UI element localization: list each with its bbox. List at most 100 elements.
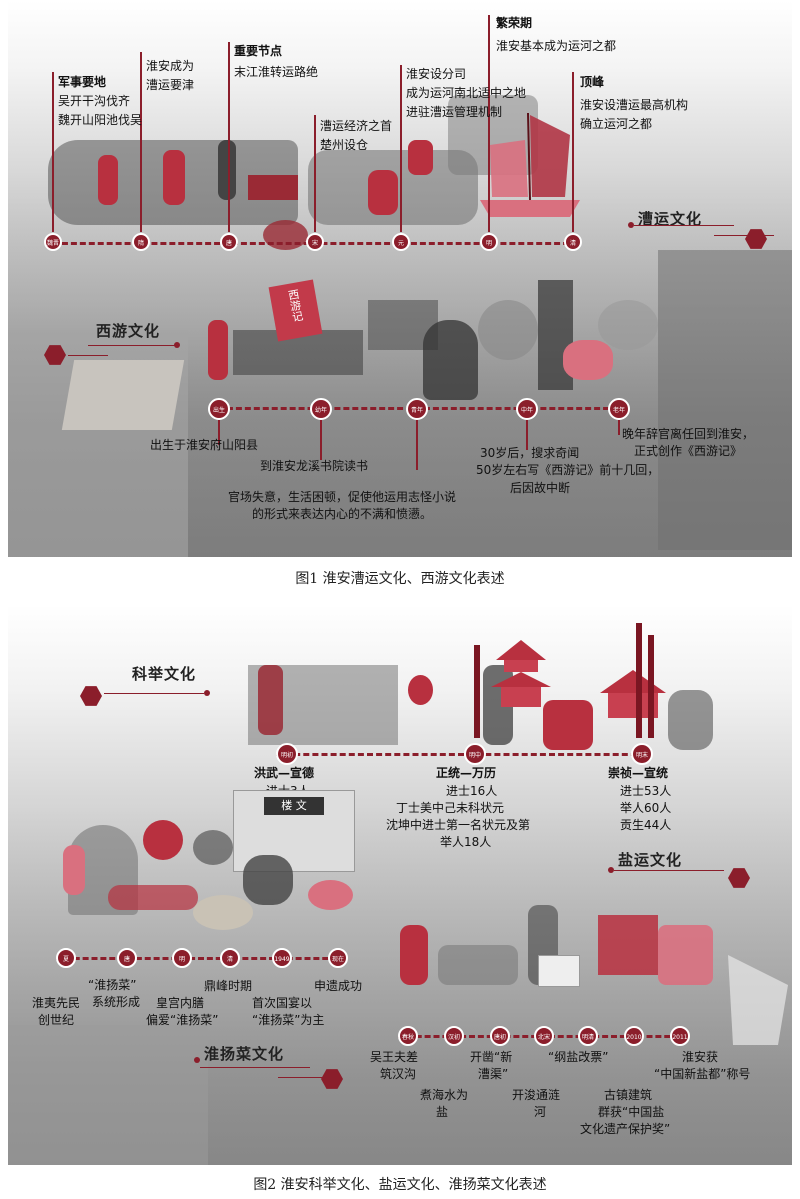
- keju-title: 科举文化: [132, 665, 197, 683]
- red-figure: [408, 675, 433, 705]
- timeline-node: 明中: [464, 743, 486, 765]
- figure-1-caption: 图1 淮安漕运文化、西游文化表述: [295, 571, 505, 587]
- node-text: “纲盐改票”: [548, 1050, 609, 1064]
- tower-image: [658, 250, 792, 550]
- node-text: 开凿“新: [470, 1050, 513, 1064]
- timeline-node: 春秋: [398, 1026, 418, 1046]
- decor-bar: [474, 645, 480, 738]
- monkey-king-image: [563, 340, 613, 380]
- title-rule: [634, 225, 734, 226]
- red-pavilion-image: [600, 670, 666, 718]
- figure-1-panel: 魏晋 隋 唐 宋 元 明 清 军事要地 吴开干沟伐齐 魏开山阳池伐吴 淮安成为 …: [8, 0, 792, 557]
- title-dot: [174, 342, 180, 348]
- pagoda-image: [491, 640, 551, 707]
- title-rule: [714, 235, 774, 236]
- red-figure: [163, 150, 185, 205]
- timeline-node: 唐: [117, 948, 137, 968]
- dragon-ink-image: [478, 300, 538, 360]
- node-text: 30岁后，搜求奇闻: [480, 446, 580, 460]
- node-text: 淮安成为: [146, 59, 195, 73]
- title-dot: [204, 690, 210, 696]
- title-rule: [88, 345, 178, 346]
- node-text: 后因故中断: [510, 481, 571, 495]
- connector-line: [140, 52, 142, 232]
- title-rule: [104, 693, 204, 694]
- junk-boat-image: [480, 112, 580, 217]
- xiyou-title: 西游文化: [96, 322, 161, 340]
- timeline-node: 2010: [624, 1026, 644, 1046]
- timeline-node: 明末: [631, 743, 653, 765]
- node-heading: 繁荣期: [496, 16, 533, 30]
- timeline-node: 青年: [406, 398, 428, 420]
- decor-bar: [636, 623, 642, 738]
- rope-image: [263, 220, 308, 250]
- salt-ticket-image: [538, 955, 580, 987]
- timeline-node: 明: [480, 233, 498, 251]
- node-text: 漕运经济之首: [320, 119, 393, 133]
- node-text: 煮海水为: [420, 1088, 469, 1102]
- timeline-node: 1949: [272, 948, 292, 968]
- node-heading: 正统—万历: [436, 766, 497, 780]
- node-heading: 崇祯—宣统: [608, 766, 669, 780]
- node-text: 魏开山阳池伐吴: [58, 113, 143, 127]
- node-text: 鼎峰时期: [204, 979, 253, 993]
- node-text: 正式创作《西游记》: [634, 444, 743, 458]
- node-text: 楚州设仓: [320, 138, 369, 152]
- node-text: “淮扬菜”: [88, 978, 137, 992]
- timeline-node: 中年: [516, 398, 538, 420]
- timeline-node: 幼年: [310, 398, 332, 420]
- boats-image: [8, 1025, 208, 1165]
- node-text: 沈坤中进士第一名状元及第: [386, 818, 531, 832]
- connector-line: [618, 420, 620, 435]
- node-text: 古镇建筑: [604, 1088, 653, 1102]
- timeline-node: 隋: [132, 233, 150, 251]
- node-text: 确立运河之都: [580, 117, 653, 131]
- connector-line: [320, 420, 322, 460]
- title-rule: [68, 355, 108, 356]
- node-text: 晚年辞官离任回到淮安，: [622, 427, 755, 441]
- red-figure: [258, 665, 283, 735]
- node-text: 淮夷先民: [32, 996, 81, 1010]
- node-heading: 洪武—宣德: [254, 766, 315, 780]
- timeline-node: 明初: [276, 743, 298, 765]
- connector-line: [228, 42, 230, 232]
- title-rule: [614, 870, 724, 871]
- node-text: 吴王夫差: [370, 1050, 419, 1064]
- hexagon-icon: [728, 868, 750, 888]
- red-figure: [368, 170, 398, 215]
- node-heading: 顶峰: [580, 75, 605, 89]
- node-text: 淮安设分司: [406, 67, 467, 81]
- node-text: “中国新盐都”称号: [654, 1067, 751, 1081]
- cook-image: [243, 855, 293, 905]
- node-text: 筑汉沟: [380, 1067, 417, 1081]
- horse-image: [668, 690, 713, 750]
- timeline-node: 汉初: [444, 1026, 464, 1046]
- connector-line: [314, 115, 316, 232]
- node-text: 盐: [436, 1105, 449, 1119]
- node-text: 末江淮转运路绝: [234, 65, 319, 79]
- figure-2-caption: 图2 淮安科举文化、盐运文化、淮扬菜文化表述: [253, 1177, 547, 1193]
- title-rule: [200, 1067, 310, 1068]
- caoyun-title: 漕运文化: [638, 210, 703, 228]
- node-text: 吴开干沟伐齐: [58, 94, 131, 108]
- red-building-image: [598, 915, 658, 975]
- node-text: 申遗成功: [314, 979, 363, 993]
- node-text: 到淮安龙溪书院读书: [260, 459, 369, 473]
- huaiyang-timeline: [56, 957, 346, 960]
- hexagon-icon: [745, 229, 767, 249]
- hexagon-icon: [44, 345, 66, 365]
- huaiyang-title: 淮扬菜文化: [204, 1045, 285, 1063]
- book-title: 西游记: [285, 288, 305, 323]
- node-text: “淮扬菜”为主: [252, 1013, 325, 1027]
- timeline-node: 唐初: [490, 1026, 510, 1046]
- node-text: 出生于淮安府山阳县: [150, 438, 259, 452]
- node-text: 群获“中国盐: [598, 1105, 665, 1119]
- connector-line: [52, 72, 54, 232]
- node-text: 系统形成: [92, 995, 141, 1009]
- title-dot: [608, 867, 614, 873]
- node-text: 创世纪: [38, 1013, 75, 1027]
- node-text: 漕渠”: [478, 1067, 509, 1081]
- timeline-node: 老年: [608, 398, 630, 420]
- signboard: 楼 文: [264, 797, 324, 815]
- node-text: 首次国宴以: [252, 996, 313, 1010]
